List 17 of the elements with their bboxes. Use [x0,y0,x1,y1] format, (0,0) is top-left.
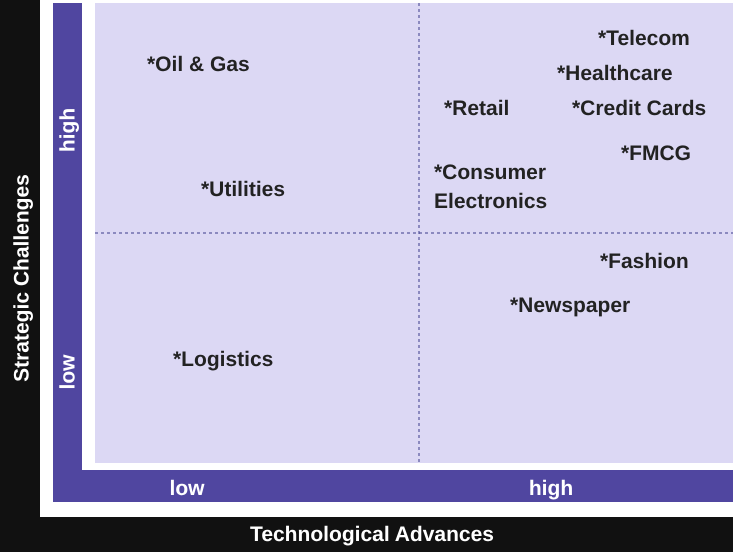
axis-tick-label: low [56,354,80,390]
sector-label: *Logistics [173,347,274,373]
sector-label: *Utilities [201,177,286,203]
axis-tick-label: high [56,108,80,152]
axis-tick-label: low [170,476,204,502]
axis-title: Technological Advances [250,522,494,548]
sector-label: *Healthcare [557,61,673,87]
sector-label: *Oil & Gas [147,52,250,78]
axis-tick-label: high [528,476,574,502]
sector-label: *Telecom [598,26,690,52]
sector-label: *Credit Cards [572,96,706,122]
sector-label: *Newspaper [510,293,630,319]
sector-label: *Consumer Electronics [434,160,548,215]
sector-label: *Fashion [600,249,689,275]
sector-label: *Retail [444,96,510,122]
axis-title: Strategic Challenges [10,174,34,382]
sector-label: *FMCG [621,141,691,167]
